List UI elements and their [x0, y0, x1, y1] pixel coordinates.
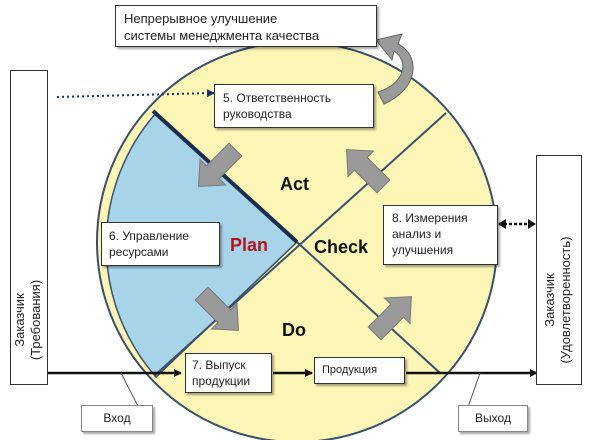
- gray-arrow-to-check: [367, 296, 412, 341]
- product-box: Продукция: [314, 357, 405, 384]
- output-callout: Выход: [458, 405, 528, 432]
- product-realization-box: 7. Выпуск продукции: [185, 353, 272, 393]
- right-customer-line1: Заказчик: [542, 273, 557, 327]
- plan-label: Plan: [230, 235, 269, 255]
- box8-line3: улучшения: [392, 243, 454, 257]
- continuous-improvement-line2: системы менеджмента качества: [124, 28, 320, 43]
- gray-arrow-to-act: [346, 149, 391, 194]
- box5-line1: 5. Ответственность: [223, 91, 332, 105]
- input-callout: Вход: [81, 405, 153, 432]
- gray-arrow-to-do: [194, 286, 239, 331]
- resource-management-box: 6. Управление ресурсами: [101, 222, 220, 266]
- box6-line2: ресурсами: [109, 245, 169, 259]
- box7-line1: 7. Выпуск: [192, 358, 246, 372]
- input-callout-line: [120, 372, 141, 411]
- right-customer-line2: (Удовлетворенность): [558, 236, 573, 364]
- product-label: Продукция: [322, 364, 378, 376]
- measurement-analysis-box: 8. Измерения анализ и улучшения: [383, 205, 498, 265]
- gray-arrow-to-plan: [198, 142, 243, 187]
- input-label: Вход: [103, 411, 131, 425]
- left-customer-line2: (Требования): [28, 279, 43, 361]
- customer-requirements-label: Заказчик (Требования): [12, 240, 46, 400]
- continuous-improvement-box: Непрерывное улучшение системы менеджмент…: [115, 5, 377, 47]
- box6-line1: 6. Управление: [109, 229, 190, 243]
- output-label: Выход: [475, 411, 511, 425]
- do-label: Do: [282, 320, 306, 340]
- left-customer-line1: Заказчик: [12, 293, 27, 347]
- box8-line1: 8. Измерения: [392, 211, 468, 225]
- double-arrow-head-right: [528, 219, 536, 229]
- customer-satisfaction-box: [536, 155, 582, 385]
- plan-edge: [151, 109, 299, 244]
- double-arrow-head-left: [498, 219, 506, 229]
- management-responsibility-box: 5. Ответственность руководства: [214, 84, 374, 128]
- continuous-improvement-line1: Непрерывное улучшение: [124, 11, 278, 26]
- box8-line2: анализ и: [392, 227, 442, 241]
- box7-line2: продукции: [192, 374, 251, 388]
- check-label: Check: [314, 237, 369, 257]
- dotted-link-left: [55, 89, 215, 98]
- divider-ne-sw: [153, 112, 447, 377]
- customer-satisfaction-label: Заказчик (Удовлетворенность): [542, 225, 576, 375]
- output-callout-line: [466, 372, 481, 411]
- customer-requirements-box: [10, 70, 48, 385]
- box5-line2: руководства: [223, 107, 292, 121]
- act-label: Act: [280, 174, 310, 194]
